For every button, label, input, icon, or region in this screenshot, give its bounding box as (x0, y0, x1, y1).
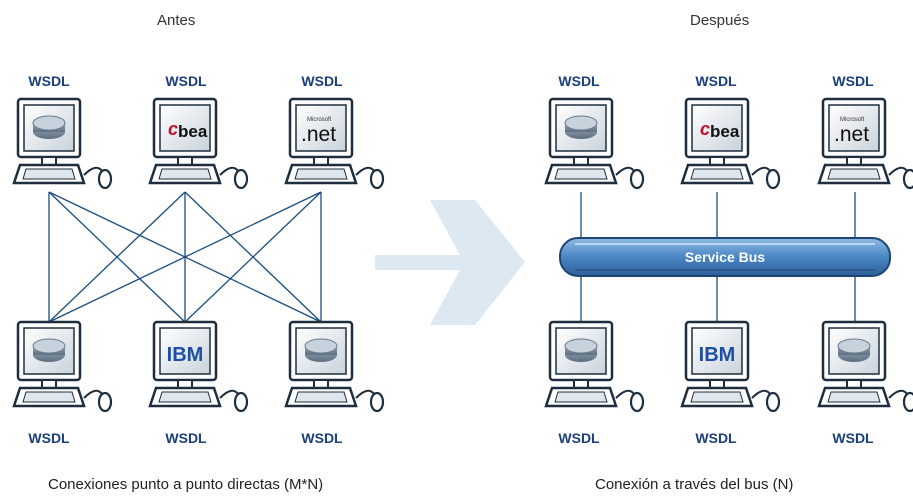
svg-text:c: c (168, 119, 178, 139)
wsdl-label: WSDL (832, 430, 874, 446)
title-after: Después (690, 12, 750, 29)
ibm-logo: IBM (699, 344, 736, 366)
computer-disk (12, 320, 113, 413)
svg-text:c: c (700, 119, 710, 139)
computer-disk (544, 97, 645, 190)
caption-after: Conexión a través del bus (N) (595, 476, 794, 493)
wsdl-label: WSDL (301, 73, 343, 89)
bus-connectors (580, 192, 856, 322)
computer-ibm: IBM (680, 320, 781, 413)
wsdl-label: WSDL (558, 73, 600, 89)
wsdl-label: WSDL (695, 73, 737, 89)
computer-disk (12, 97, 113, 190)
computer-disk (284, 320, 385, 413)
title-before: Antes (157, 12, 196, 29)
computer-disk (817, 320, 913, 413)
bea-logo: bea (710, 122, 740, 141)
wsdl-label: WSDL (301, 430, 343, 446)
dotnet-logo: .net (301, 123, 336, 146)
dotnet-logo: .net (834, 123, 869, 146)
computer-dotnet: Microsoft .net (817, 97, 913, 190)
bea-logo: bea (178, 122, 208, 141)
transition-arrow (375, 200, 525, 325)
wsdl-label: WSDL (832, 73, 874, 89)
wsdl-label: WSDL (165, 430, 207, 446)
service-bus: Service Bus (559, 237, 891, 277)
wsdl-label: WSDL (28, 73, 70, 89)
wsdl-label: WSDL (695, 430, 737, 446)
computer-dotnet: Microsoft .net (284, 97, 385, 190)
computer-bea: c bea (680, 97, 781, 190)
microsoft-logo-small: Microsoft (307, 117, 332, 123)
computer-disk (544, 320, 645, 413)
computer-bea: c bea (148, 97, 249, 190)
wsdl-label: WSDL (165, 73, 207, 89)
wsdl-label: WSDL (558, 430, 600, 446)
service-bus-label: Service Bus (685, 249, 765, 265)
caption-before: Conexiones punto a punto directas (M*N) (48, 476, 324, 493)
ibm-logo: IBM (167, 344, 204, 366)
wsdl-label: WSDL (28, 430, 70, 446)
microsoft-logo-small: Microsoft (840, 117, 865, 123)
computer-ibm: IBM (148, 320, 249, 413)
point-to-point-connections (48, 191, 322, 323)
